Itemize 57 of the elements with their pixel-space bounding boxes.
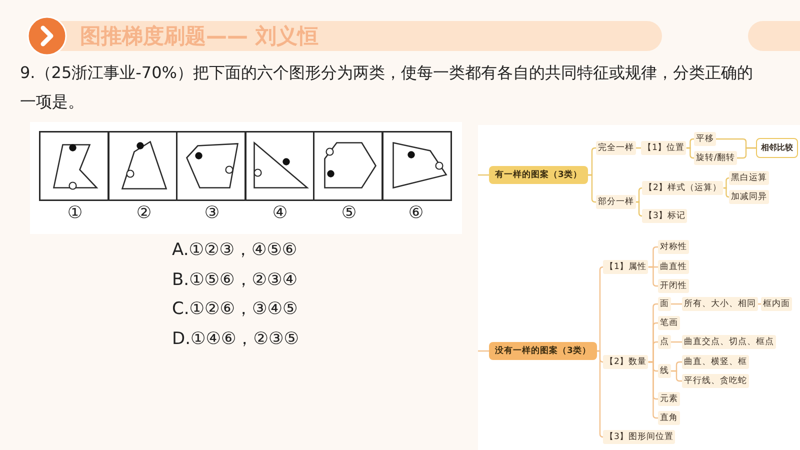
answer-option: C.①②⑥，③④⑤ (172, 298, 298, 320)
connector-line (648, 266, 658, 287)
figure-number: ⑥ (408, 202, 424, 224)
subtopic-box: 笔画 (658, 316, 680, 330)
subtopic-box: 对称性 (658, 240, 689, 254)
figure-number: ③ (204, 202, 220, 224)
subtopic-box: 面 (658, 297, 671, 311)
subtopic-box: 【1】属性 (603, 260, 648, 274)
subtopic-box: 开闭性 (658, 279, 689, 293)
topic-box: 有一样的图案（3类） (489, 166, 588, 184)
subtopic-box: 线 (658, 364, 671, 378)
connector-line (636, 201, 643, 217)
subtopic-box: 【3】标记 (642, 209, 688, 223)
subtopic-box: 点 (658, 335, 671, 349)
connector-line (478, 174, 489, 176)
figure-number: ① (67, 202, 83, 224)
subtopic-box: 【2】样式（运算） (642, 181, 724, 195)
subtopic-box: 黑白运算 (729, 171, 769, 185)
subtopic-box: 平移 (694, 132, 716, 146)
connector-line (686, 147, 694, 159)
answer-option: D.①④⑥，②③⑤ (172, 328, 299, 350)
connector-line (671, 303, 682, 305)
topic-box: 没有一样的图案（3类） (489, 342, 597, 360)
connector-line (648, 361, 658, 419)
subtopic-box: 【1】位置 (641, 141, 686, 155)
subtopic-box: 元素 (658, 392, 680, 406)
subtopic-box: 旋转/翻转 (694, 151, 737, 165)
figure-number: ② (136, 202, 152, 224)
subtopic-box: 直角 (658, 411, 680, 425)
connector-line (636, 187, 643, 203)
connector-line (596, 350, 604, 438)
subtopic-box: 曲直、横竖、框 (682, 355, 749, 369)
subtopic-box: 框内面 (761, 297, 792, 311)
subtopic-box: 【3】图形间位置 (603, 430, 676, 444)
answer-option: A.①②③，④⑤⑥ (172, 239, 298, 261)
figure-number: ⑤ (341, 202, 357, 224)
subtopic-box: 曲直交点、切点、框点 (682, 335, 776, 349)
title: 图推梯度刷题—— 刘义恒 (80, 23, 318, 50)
subtopic-box: 所有、大小、相同 (682, 297, 758, 311)
subtopic-box: 平行线、贪吃蛇 (682, 374, 749, 388)
connector-line (596, 266, 604, 352)
bracket-line (736, 147, 756, 159)
figure-number: ④ (272, 202, 288, 224)
subtopic-box: 加减同异 (729, 190, 769, 204)
subtopic-box: 曲直性 (658, 260, 689, 274)
answer-option: B.①⑤⑥，②③④ (172, 269, 298, 291)
connector-line (478, 350, 489, 352)
connector-line (671, 370, 682, 382)
subtopic-box: 【2】数量 (603, 355, 648, 369)
question-text: 9.（25浙江事业-70%）把下面的六个图形分为两类，使每一类都有各自的共同特征或规律，分类正确的一项是。 (20, 62, 754, 112)
subtopic-box: 部分一样 (596, 195, 636, 209)
connector-line (723, 177, 730, 189)
connector-line (588, 174, 596, 203)
connector-line (723, 187, 730, 198)
connector-line (671, 341, 682, 343)
outlined-box: 相邻比较 (756, 138, 798, 158)
subtopic-box: 完全一样 (596, 141, 636, 155)
